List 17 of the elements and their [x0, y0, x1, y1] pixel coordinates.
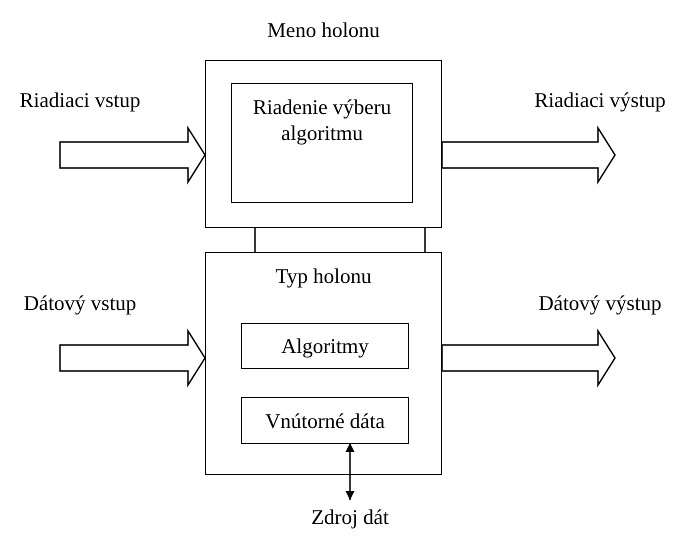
block-arrow [441, 328, 616, 388]
box-heading: Typ holonu [274, 263, 372, 290]
inner-box [231, 83, 413, 203]
holon-box [205, 252, 442, 475]
block-arrow [441, 125, 616, 185]
box-text: Vnútorné dáta [264, 407, 386, 434]
inner-box [241, 323, 409, 369]
connector-line [424, 228, 426, 252]
box-text: Algoritmy [280, 332, 370, 360]
block-arrow [59, 328, 206, 388]
box-heading: Riadenie výberu algoritmu [252, 94, 392, 146]
double-arrow [346, 443, 354, 500]
block-arrow [59, 125, 206, 185]
connector-line [254, 228, 256, 252]
box-heading: Meno holonu [266, 17, 381, 44]
inner-box [241, 397, 409, 444]
node-label: Zdroj dát [290, 500, 410, 534]
